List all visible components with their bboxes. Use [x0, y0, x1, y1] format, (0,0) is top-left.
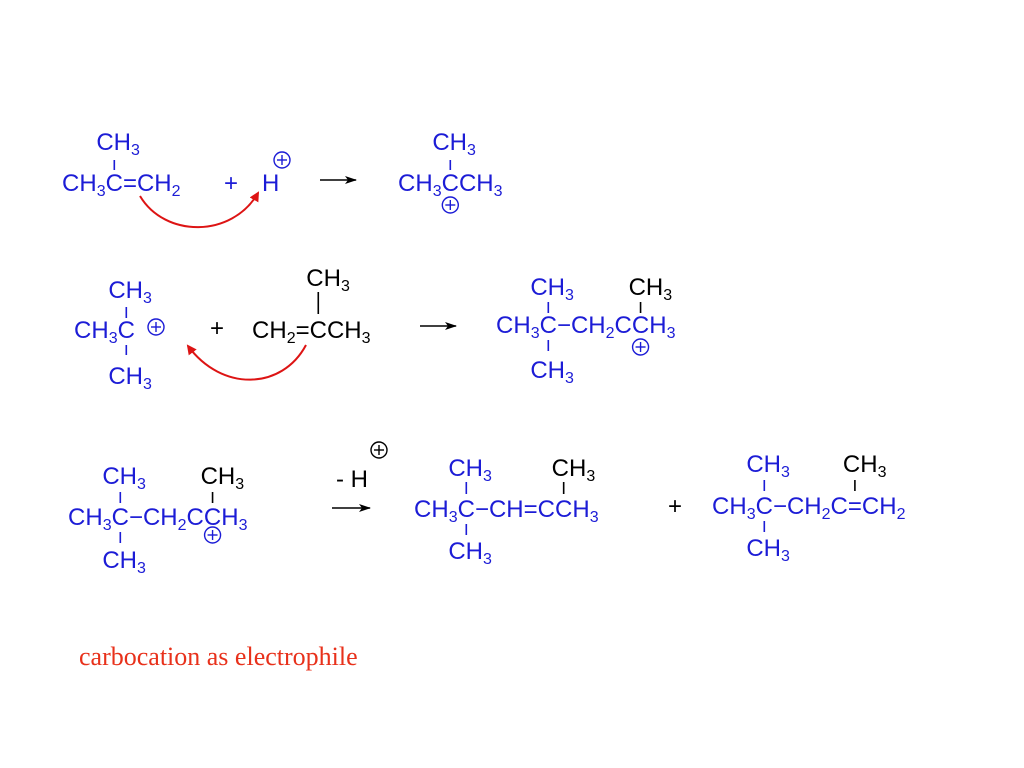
methyl-top-left: CH3: [448, 455, 492, 485]
plus-sign: +: [224, 170, 238, 197]
positive-charge: [370, 441, 388, 459]
positive-charge: [273, 151, 291, 169]
methyl-bottom-left: CH3: [102, 547, 146, 577]
product-2-4-4-trimethyl-1-pentene: CH3C−CH2C=CH2: [712, 493, 906, 523]
methyl-top-left: CH3: [102, 463, 146, 493]
methyl-bottom-left: CH3: [530, 357, 574, 387]
methyl-top: CH3: [108, 277, 152, 307]
methyl-top-left: CH3: [746, 451, 790, 481]
positive-charge: [441, 196, 460, 214]
methyl-top: CH3: [432, 129, 476, 159]
plus-sign: +: [668, 493, 682, 520]
methyl-top-right: CH3: [629, 274, 673, 304]
reactant-carbocation: CH3C−CH2CCH3: [68, 504, 248, 534]
electron-flow-arrow: [186, 344, 307, 381]
reactant-isobutylene: CH2=CCH3: [252, 317, 371, 347]
positive-charge: [203, 526, 222, 544]
positive-charge: [631, 338, 650, 356]
caption: carbocation as electrophile: [79, 642, 358, 671]
product-tert-butyl-cation: CH3CCH3: [398, 170, 503, 200]
methyl-top: CH3: [96, 129, 140, 159]
product-2-4-4-trimethyl-2-pentene: CH3C−CH=CCH3: [414, 496, 599, 526]
proton-h: H: [262, 170, 279, 197]
reactant-isobutylene: CH3C=CH2: [62, 170, 181, 200]
methyl-top-left: CH3: [530, 274, 574, 304]
proton-loss-label: - H: [336, 466, 368, 493]
plus-sign: +: [210, 315, 224, 342]
methyl-top: CH3: [306, 265, 350, 295]
methyl-top-right: CH3: [552, 455, 596, 485]
methyl-bottom-left: CH3: [448, 538, 492, 568]
reactant-tert-butyl-cation: CH3C: [74, 317, 135, 347]
positive-charge: [147, 318, 165, 336]
methyl-bottom-left: CH3: [746, 535, 790, 565]
product-carbocation: CH3C−CH2CCH3: [496, 312, 676, 342]
electron-flow-arrow: [139, 191, 260, 229]
methyl-bottom: CH3: [108, 363, 152, 393]
methyl-top-right: CH3: [201, 463, 245, 493]
methyl-top-right: CH3: [843, 451, 887, 481]
